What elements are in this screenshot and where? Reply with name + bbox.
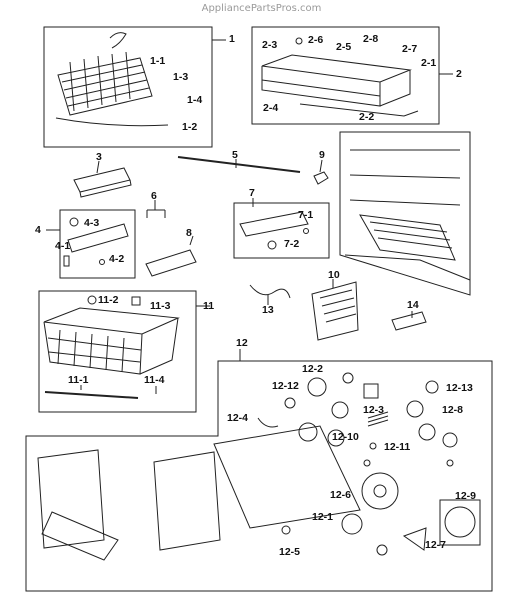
callout-12-10: 12-10 [332, 431, 359, 443]
callout-2-8: 2-8 [363, 33, 379, 45]
callout-12-2: 12-2 [302, 363, 324, 375]
clip-part-9 [313, 171, 329, 185]
callout-4-1: 4-1 [55, 240, 71, 252]
callout-1: 1 [229, 33, 235, 45]
callout-12-9: 12-9 [455, 490, 477, 502]
callout-2-2: 2-2 [359, 111, 375, 123]
callout-2-5: 2-5 [336, 41, 352, 53]
callout-14: 14 [407, 299, 419, 311]
callout-12-11: 12-11 [384, 441, 411, 453]
callout-11-2: 11-2 [98, 294, 119, 306]
callout-6: 6 [151, 190, 157, 202]
control-part-7 [239, 211, 309, 250]
callout-13: 13 [262, 304, 274, 316]
callout-5: 5 [232, 149, 238, 161]
callout-11-4: 11-4 [144, 374, 165, 386]
group-box-7 [233, 202, 330, 259]
callout-12-13: 12-13 [446, 382, 473, 394]
watermark: AppliancePartsPros.com [201, 3, 322, 14]
control-part-4 [63, 217, 129, 267]
callout-3: 3 [96, 151, 102, 163]
wire-part-13 [249, 284, 291, 299]
fan-motor-assembly-12 [37, 372, 481, 561]
callout-7-2: 7-2 [284, 238, 300, 250]
drawer-assembly [261, 37, 419, 117]
callout-1-2: 1-2 [182, 121, 198, 133]
evaporator-assembly [55, 32, 169, 127]
rod-part-5 [177, 156, 301, 173]
callout-12-12: 12-12 [272, 380, 299, 392]
callout-12-8: 12-8 [442, 404, 464, 416]
callout-12: 12 [236, 337, 248, 349]
callout-2: 2 [456, 68, 462, 80]
callout-1-1: 1-1 [150, 55, 166, 67]
group-box-2 [251, 26, 440, 125]
group-box-11 [38, 290, 197, 413]
callout-12-6: 12-6 [330, 489, 352, 501]
callout-1-4: 1-4 [187, 94, 203, 106]
callout-12-1: 12-1 [312, 511, 334, 523]
callout-12-7: 12-7 [425, 539, 447, 551]
callout-2-1: 2-1 [421, 57, 437, 69]
callout-2-6: 2-6 [308, 34, 324, 46]
callout-12-4: 12-4 [227, 412, 249, 424]
callout-4-2: 4-2 [109, 253, 125, 265]
callout-4: 4 [35, 224, 41, 236]
bracket-part-3 [73, 167, 132, 198]
callout-2-7: 2-7 [402, 43, 418, 55]
callout-2-3: 2-3 [262, 39, 278, 51]
cover-part-10 [311, 281, 359, 341]
group-box-12 [25, 360, 493, 592]
module-part-8 [145, 249, 197, 277]
part-14 [391, 311, 427, 331]
callout-7-1: 7-1 [298, 209, 314, 221]
callout-12-3: 12-3 [363, 404, 385, 416]
refrigerator-cabinet [339, 131, 471, 296]
callout-1-3: 1-3 [173, 71, 189, 83]
group-box-4 [59, 209, 136, 279]
callout-12-5: 12-5 [279, 546, 301, 558]
callout-2-4: 2-4 [263, 102, 279, 114]
group-box-1 [43, 26, 213, 148]
callout-11-1: 11-1 [68, 374, 89, 386]
callout-8: 8 [186, 227, 192, 239]
callout-11-3: 11-3 [150, 300, 171, 312]
callout-4-3: 4-3 [84, 217, 100, 229]
callout-9: 9 [319, 149, 325, 161]
callout-11: 11 [203, 300, 215, 312]
callout-10: 10 [328, 269, 340, 281]
callout-7: 7 [249, 187, 255, 199]
basket-part-11 [43, 295, 180, 399]
